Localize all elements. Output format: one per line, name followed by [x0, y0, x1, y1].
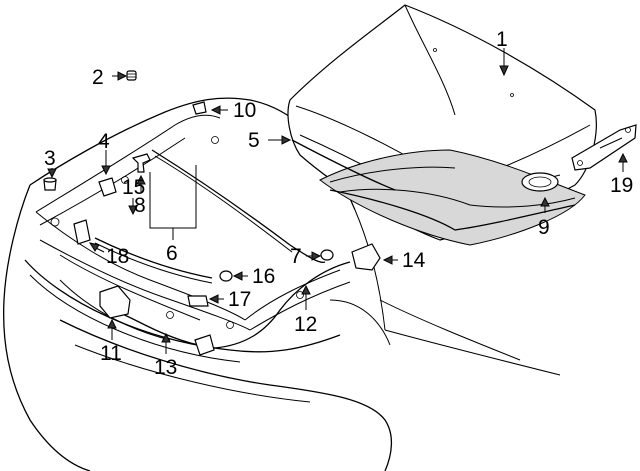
callout-4: 4 [98, 130, 110, 153]
hood-seals [94, 149, 326, 284]
callout-5: 5 [248, 129, 260, 152]
leader-lines [47, 48, 628, 354]
hood-hinge [571, 124, 637, 171]
release-cable [117, 261, 351, 349]
callout-7: 7 [290, 245, 302, 268]
callout-6: 6 [166, 242, 178, 265]
hood-panel [287, 4, 597, 246]
callout-9: 9 [538, 216, 550, 239]
small-parts [43, 70, 381, 356]
callout-17: 17 [228, 288, 251, 311]
callout-3: 3 [44, 147, 56, 170]
callout-12: 12 [294, 313, 317, 336]
callout-2: 2 [92, 66, 104, 89]
callout-11: 11 [100, 342, 122, 365]
callout-19: 19 [610, 174, 633, 197]
callout-16: 16 [252, 265, 275, 288]
callout-8: 8 [134, 194, 146, 217]
callout-14: 14 [402, 249, 426, 272]
callout-10: 10 [233, 99, 256, 122]
hood-support-rod [291, 139, 396, 191]
callout-13: 13 [154, 356, 177, 379]
callout-18: 18 [106, 245, 129, 268]
callout-labels: 1 2 3 4 5 6 7 8 9 10 11 12 13 14 15 16 1… [44, 28, 633, 379]
callout-15: 15 [122, 176, 145, 199]
callout-1: 1 [496, 28, 508, 51]
